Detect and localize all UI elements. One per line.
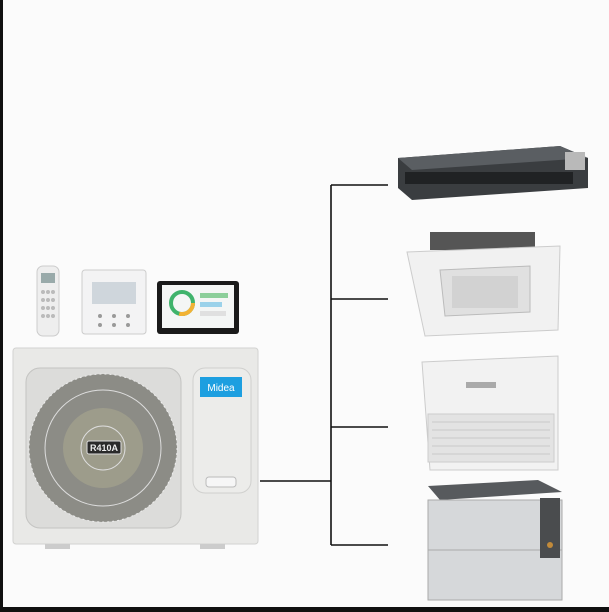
floor-standing-unit — [427, 480, 563, 601]
ducted-unit — [398, 146, 588, 200]
remote-control — [36, 265, 60, 337]
pipe-lines — [260, 184, 388, 546]
brand-logo: Midea — [207, 383, 235, 394]
cassette-unit — [406, 232, 561, 337]
refrigerant-label: R410A — [90, 443, 119, 453]
touch-panel — [157, 281, 239, 334]
ceiling-floor-unit — [421, 355, 559, 471]
outdoor-unit: R410A Midea — [12, 347, 259, 549]
frame-border-left — [0, 0, 3, 612]
wired-controller — [81, 269, 147, 335]
frame-border-bottom — [0, 607, 609, 612]
